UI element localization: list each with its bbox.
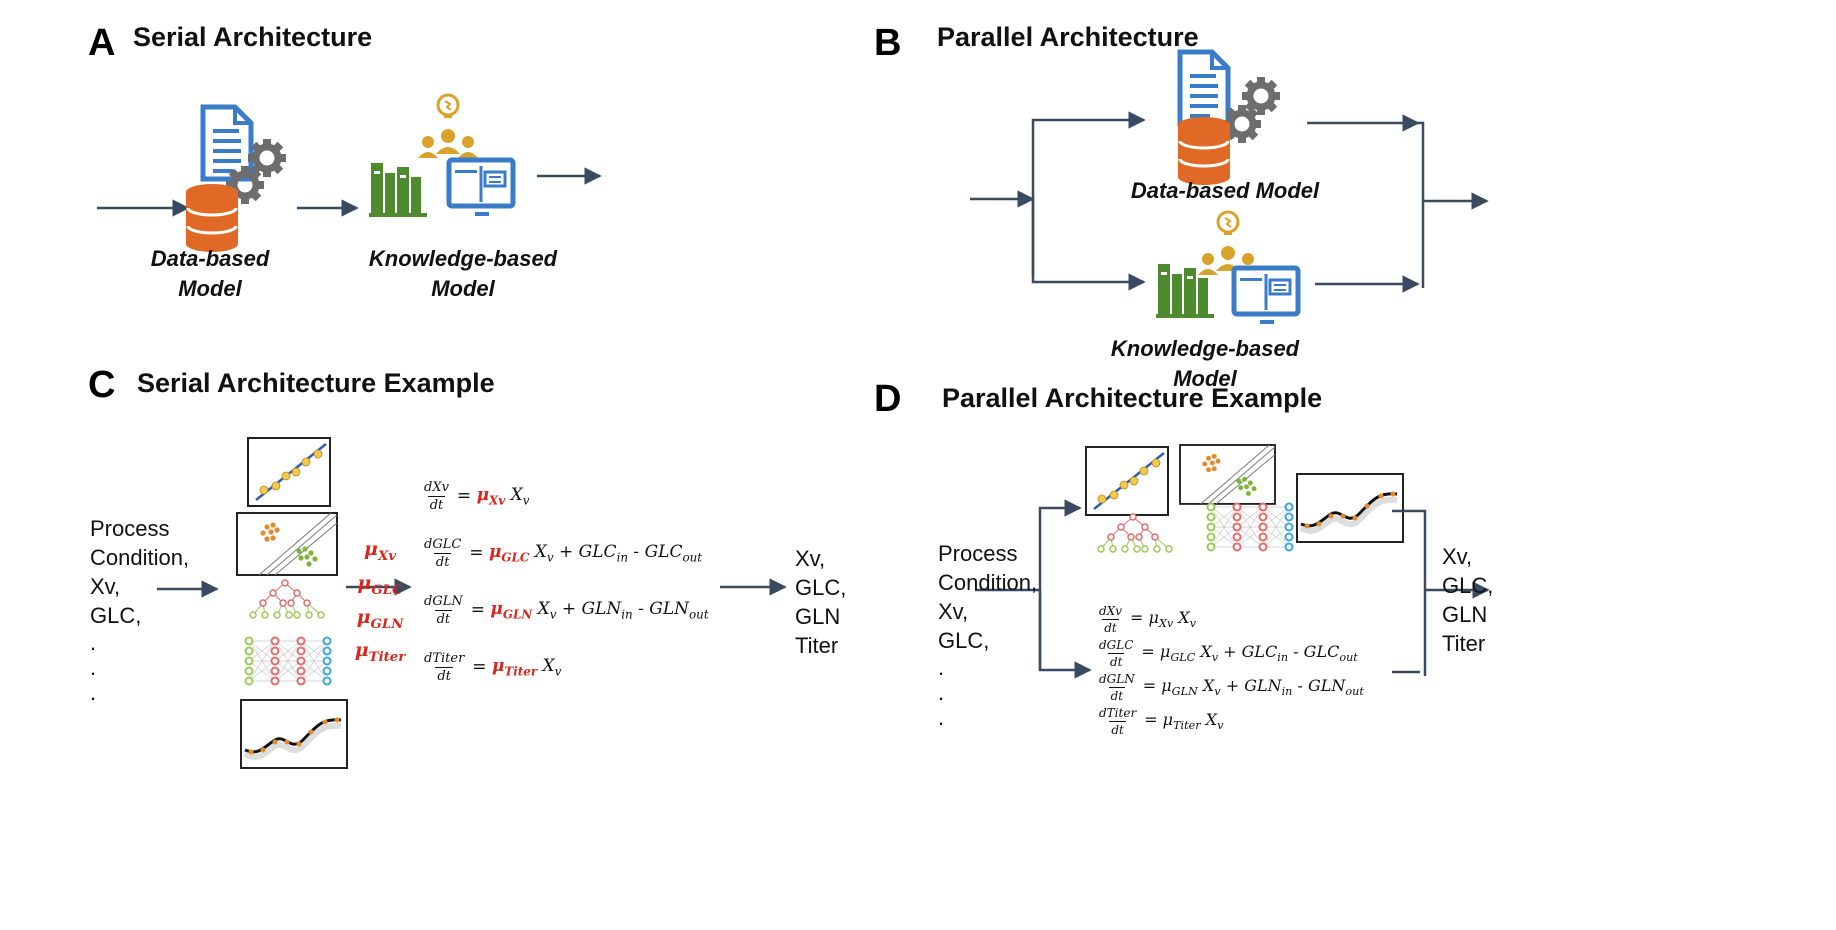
- output-line: Xv,: [795, 546, 826, 571]
- panel-letter-a: A: [88, 22, 116, 64]
- arrow-d-lower-branch: [1038, 590, 1092, 679]
- svm-scatter-icon: [236, 512, 338, 576]
- mu-label: μTiter: [354, 639, 406, 666]
- arrow-d-upper-branch: [1038, 499, 1082, 670]
- database-icon: [1176, 115, 1232, 187]
- books-icon: [369, 163, 427, 217]
- mu-label: μGLN: [356, 605, 404, 632]
- input-line: Condition,: [90, 545, 190, 570]
- output-line: Xv,: [1442, 544, 1473, 569]
- panel-a: [97, 93, 602, 254]
- regression-plot-icon: [246, 436, 332, 508]
- output-line: GLN: [795, 604, 841, 629]
- knowledge-based-model-label-b: Knowledge-based Model: [1110, 336, 1300, 391]
- outputs-d: Xv, GLC, GLN Titer: [1442, 542, 1493, 658]
- input-line: Xv,: [90, 574, 121, 599]
- panel-letter-c: C: [88, 364, 116, 406]
- input-line: GLC,: [938, 628, 990, 653]
- inputs-d: Process Condition, Xv, GLC, . . .: [938, 539, 1037, 730]
- arrow-b-lower-branch: [1031, 199, 1146, 291]
- lightbulb-icon: [436, 93, 460, 120]
- output-line: Titer: [795, 633, 839, 658]
- document-icon: [1180, 52, 1228, 124]
- panel-c: [157, 436, 787, 768]
- arrow-d-merge: [1392, 509, 1427, 676]
- panel-title-b: Parallel Architecture: [937, 22, 1199, 52]
- label-line: Model: [178, 276, 242, 301]
- knowledge-based-model-label-a: Knowledge-based Model: [363, 244, 563, 304]
- database-icon: [184, 182, 240, 254]
- panel-letter-d: D: [874, 378, 902, 420]
- mu-label: μGLC: [357, 571, 403, 598]
- decision-tree-icon: [1097, 513, 1173, 553]
- output-line: GLN: [1442, 602, 1488, 627]
- gear-icon: [1242, 77, 1280, 115]
- mu-label: μXv: [364, 538, 396, 564]
- mu-labels-c: μXv μGLC μGLN μTiter: [348, 536, 412, 671]
- panel-title-c: Serial Architecture Example: [137, 368, 495, 398]
- regression-plot-icon: [1084, 445, 1170, 517]
- label-line: Knowledge-based: [368, 246, 558, 271]
- panel-title-d: Parallel Architecture Example: [942, 383, 1323, 413]
- panel-title-a: Serial Architecture: [133, 22, 373, 52]
- curve-fit-icon: [241, 700, 347, 768]
- input-line: .: [90, 680, 97, 705]
- panel-letter-b: B: [874, 22, 902, 64]
- input-line: GLC,: [90, 603, 142, 628]
- decision-tree-icon: [249, 579, 325, 619]
- input-line: .: [938, 705, 945, 730]
- input-line: .: [90, 655, 97, 680]
- data-based-model-label-a: Data-based Model: [140, 244, 280, 304]
- neural-network-icon: [1206, 502, 1294, 552]
- input-line: .: [938, 680, 945, 705]
- outputs-c: Xv, GLC, GLN Titer: [795, 544, 846, 660]
- output-line: GLC,: [795, 575, 847, 600]
- input-line: .: [90, 630, 97, 655]
- inputs-c: Process Condition, Xv, GLC, . . .: [90, 514, 189, 705]
- label-line: Data-based: [150, 246, 270, 271]
- lightbulb-icon: [1216, 210, 1240, 237]
- panel-b: [970, 52, 1489, 324]
- input-line: Process: [938, 541, 1018, 566]
- panel-d: [975, 444, 1490, 679]
- label-line: Model: [431, 276, 495, 301]
- monitor-book-icon: [449, 160, 513, 216]
- output-line: GLC,: [1442, 573, 1494, 598]
- input-line: Xv,: [938, 599, 969, 624]
- neural-network-icon: [244, 636, 332, 686]
- data-based-model-label-b: Data-based Model: [1130, 178, 1320, 203]
- output-line: Titer: [1442, 631, 1486, 656]
- curve-fit-icon: [1297, 474, 1403, 542]
- monitor-book-icon: [1234, 268, 1298, 324]
- svm-scatter-icon: [1179, 444, 1276, 505]
- input-line: Condition,: [938, 570, 1038, 595]
- input-line: Process: [90, 516, 170, 541]
- people-icon: [418, 129, 478, 158]
- input-line: .: [938, 655, 945, 680]
- arrow-b-merge: [1307, 121, 1425, 288]
